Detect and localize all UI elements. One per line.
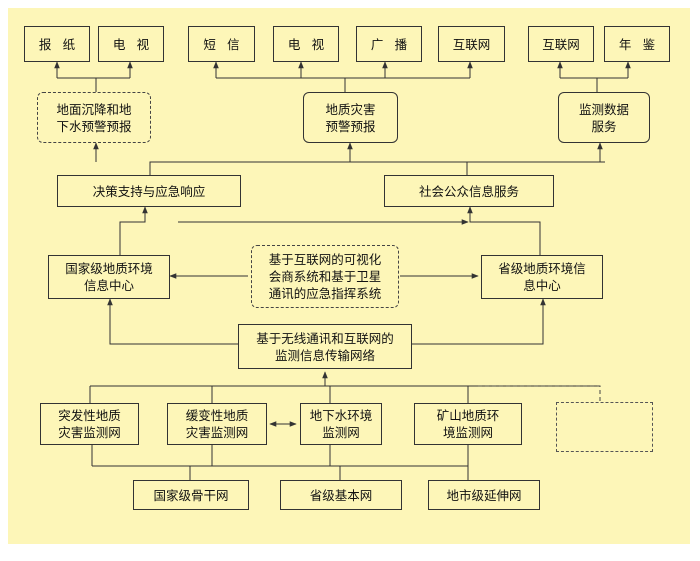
connector-provincial-public	[467, 206, 541, 255]
connector-disaster-up	[216, 62, 470, 92]
outlet-radio: 广播	[356, 26, 422, 62]
outlet-yearbook: 年鉴	[604, 26, 670, 62]
net-groundwater: 地下水环境 监测网	[300, 403, 382, 445]
level-national-backbone: 国家级骨干网	[133, 480, 249, 510]
product-monitoring-service: 监测数据 服务	[558, 92, 650, 143]
network-transmission: 基于无线通讯和互联网的 监测信息传输网络	[238, 324, 412, 369]
placeholder-empty-box	[556, 402, 653, 452]
level-city-extension: 地市级延伸网	[428, 480, 540, 510]
net-slow-disaster: 缓变性地质 灾害监测网	[167, 403, 267, 445]
connector-national-decision	[119, 206, 148, 255]
outlet-tv-1: 电视	[98, 26, 164, 62]
net-sudden-disaster: 突发性地质 灾害监测网	[40, 403, 139, 445]
center-national: 国家级地质环境 信息中心	[48, 255, 170, 299]
center-provincial: 省级地质环境信 息中心	[481, 255, 603, 299]
net-mine-environment: 矿山地质环 境监测网	[414, 403, 522, 445]
connector-monitoring-up	[560, 62, 628, 92]
product-subsidence-warning: 地面沉降和地 下水预警预报	[37, 92, 151, 143]
product-disaster-warning: 地质灾害 预警预报	[303, 92, 398, 143]
service-public-info: 社会公众信息服务	[384, 175, 554, 207]
outlet-newspaper: 报纸	[24, 26, 90, 62]
connector-decision-up	[149, 161, 605, 175]
outlet-internet-2: 互联网	[528, 26, 594, 62]
outlet-internet-1: 互联网	[438, 26, 505, 62]
outlet-sms: 短信	[188, 26, 255, 62]
service-decision-support: 决策支持与应急响应	[57, 175, 241, 207]
system-consultation-emergency: 基于互联网的可视化 会商系统和基于卫星 通讯的应急指挥系统	[251, 245, 399, 308]
connector-subsidence-up	[57, 62, 130, 92]
connector-transmission-provincial	[412, 298, 546, 345]
outlet-tv-2: 电视	[273, 26, 339, 62]
connector-transmission-national	[107, 298, 238, 345]
connector-bus-dashed	[478, 385, 601, 402]
level-provincial-basic: 省级基本网	[280, 480, 402, 510]
